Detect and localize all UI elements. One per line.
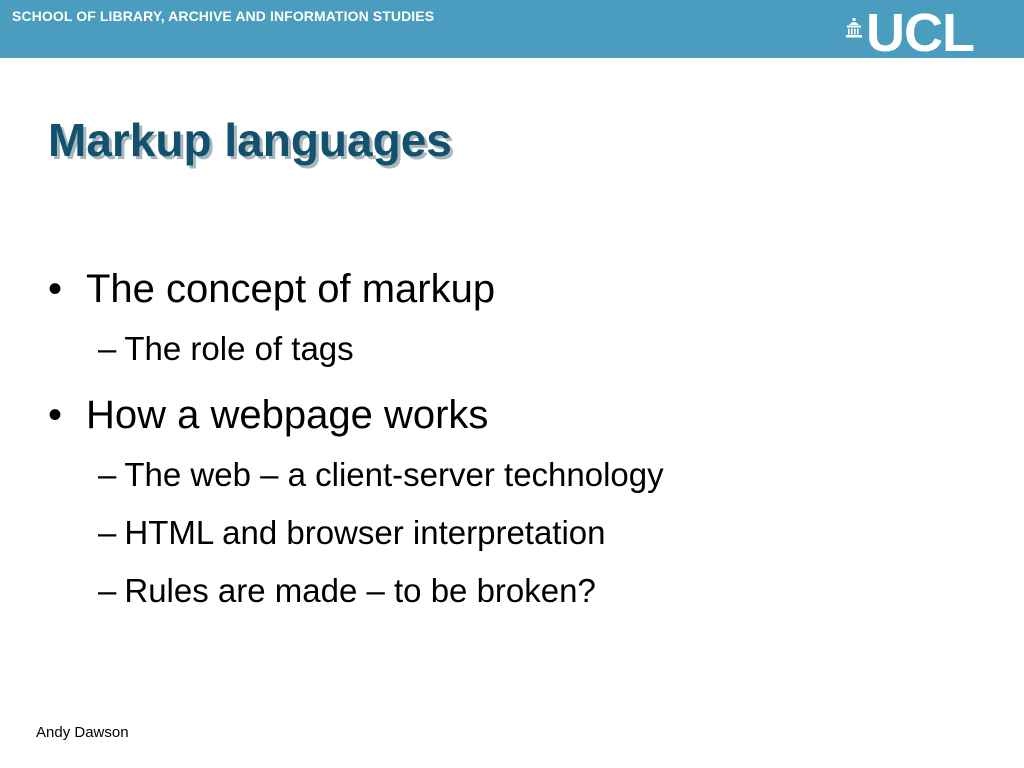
bullet-marker: • <box>48 267 63 311</box>
ucl-logo: UCL <box>846 6 996 60</box>
bullet-item: • The concept of markup – The role of ta… <box>44 262 1004 378</box>
logo-text: UCL <box>866 3 975 63</box>
sub-bullet-item: – HTML and browser interpretation <box>98 504 1004 562</box>
bullet-item: • How a webpage works – The web – a clie… <box>44 388 1004 620</box>
sub-bullet-marker: – <box>98 456 117 493</box>
sub-bullet-list: – The role of tags <box>44 320 1004 378</box>
sub-bullet-text: The role of tags <box>124 330 354 367</box>
sub-bullet-item: – Rules are made – to be broken? <box>98 562 1004 620</box>
bullet-line: • The concept of markup <box>44 262 1004 316</box>
sub-bullet-list: – The web – a client-server technology –… <box>44 446 1004 620</box>
bullet-text: How a webpage works <box>86 393 489 437</box>
sub-bullet-text: Rules are made – to be broken? <box>124 572 596 609</box>
author-name: Andy Dawson <box>36 724 129 741</box>
bullet-text: The concept of markup <box>86 267 496 311</box>
portico-icon <box>846 18 862 38</box>
bullet-marker: • <box>48 393 63 437</box>
sub-bullet-item: – The web – a client-server technology <box>98 446 1004 504</box>
sub-bullet-text: HTML and browser interpretation <box>124 514 606 551</box>
sub-bullet-marker: – <box>98 572 117 609</box>
header-bar: SCHOOL OF LIBRARY, ARCHIVE AND INFORMATI… <box>0 0 1024 60</box>
bullet-list: • The concept of markup – The role of ta… <box>44 262 1004 630</box>
sub-bullet-marker: – <box>98 514 117 551</box>
sub-bullet-text: The web – a client-server technology <box>124 456 664 493</box>
bullet-line: • How a webpage works <box>44 388 1004 442</box>
school-name: SCHOOL OF LIBRARY, ARCHIVE AND INFORMATI… <box>12 8 435 24</box>
sub-bullet-item: – The role of tags <box>98 320 1004 378</box>
sub-bullet-marker: – <box>98 330 117 367</box>
slide-title: Markup languages <box>48 114 452 166</box>
